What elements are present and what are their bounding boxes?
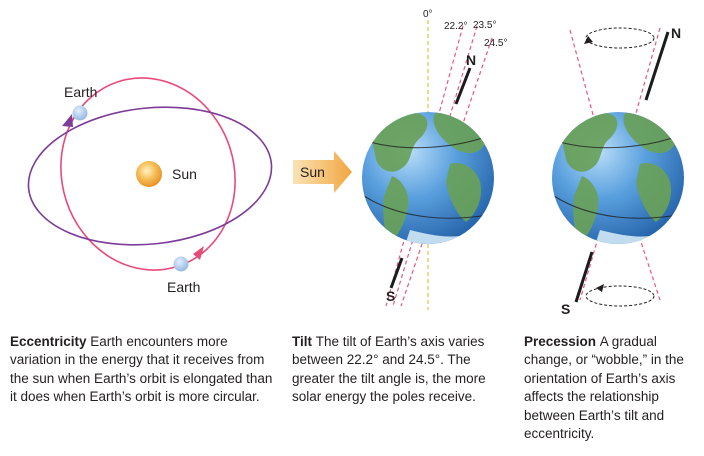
tilt-axis-north [454,67,472,105]
precession-caption-text: A gradual change, or “wobble,” in the or… [524,334,684,442]
elongated-orbit [27,106,273,246]
orbit-arrow-right [193,246,204,260]
axis-line-22deg [385,25,464,307]
sun-disc [136,161,162,187]
eccentricity-caption-text: Earth encounters more variation in the e… [10,334,273,405]
precession-globe [552,112,684,244]
eccentricity-caption: Eccentricity Earth encounters more varia… [10,333,278,407]
tilt-caption: Tilt The tilt of Earth’s axis varies bet… [292,333,516,407]
angle-label-23: 23.5° [473,20,496,31]
precession-axis-south [574,251,594,303]
precession-south-label: S [561,301,570,317]
tilt-caption-text: The tilt of Earth’s axis varies between … [292,334,486,405]
tilt-axis-south [389,257,404,289]
eccentricity-orbits [27,77,273,272]
angle-label-0: 0° [423,9,433,20]
precession-wobble-top [584,27,655,49]
precession-wobble-bottom [585,284,655,307]
eccentricity-caption-heading: Eccentricity [10,334,91,349]
angle-label-22: 22.2° [444,21,467,32]
earth-top [72,105,88,121]
tilt-globe [362,112,494,244]
sun-label: Sun [172,166,197,182]
precession-north-label: N [671,25,681,41]
sun-arrow [293,151,352,193]
sun-arrow-label: Sun [300,164,325,180]
angle-label-24: 24.5° [484,38,507,49]
precession-caption: Precession A gradual change, or “wobble,… [524,333,700,443]
precession-axis-north [644,31,670,101]
earth-bottom-label: Earth [167,279,200,295]
tilt-south-label: S [386,288,395,304]
tilt-north-label: N [466,52,476,68]
earth-bottom [173,256,189,272]
earth-top-label: Earth [64,84,97,100]
precession-caption-heading: Precession [524,334,600,349]
orbit-arrow-left [62,114,73,127]
tilt-caption-heading: Tilt [292,334,316,349]
